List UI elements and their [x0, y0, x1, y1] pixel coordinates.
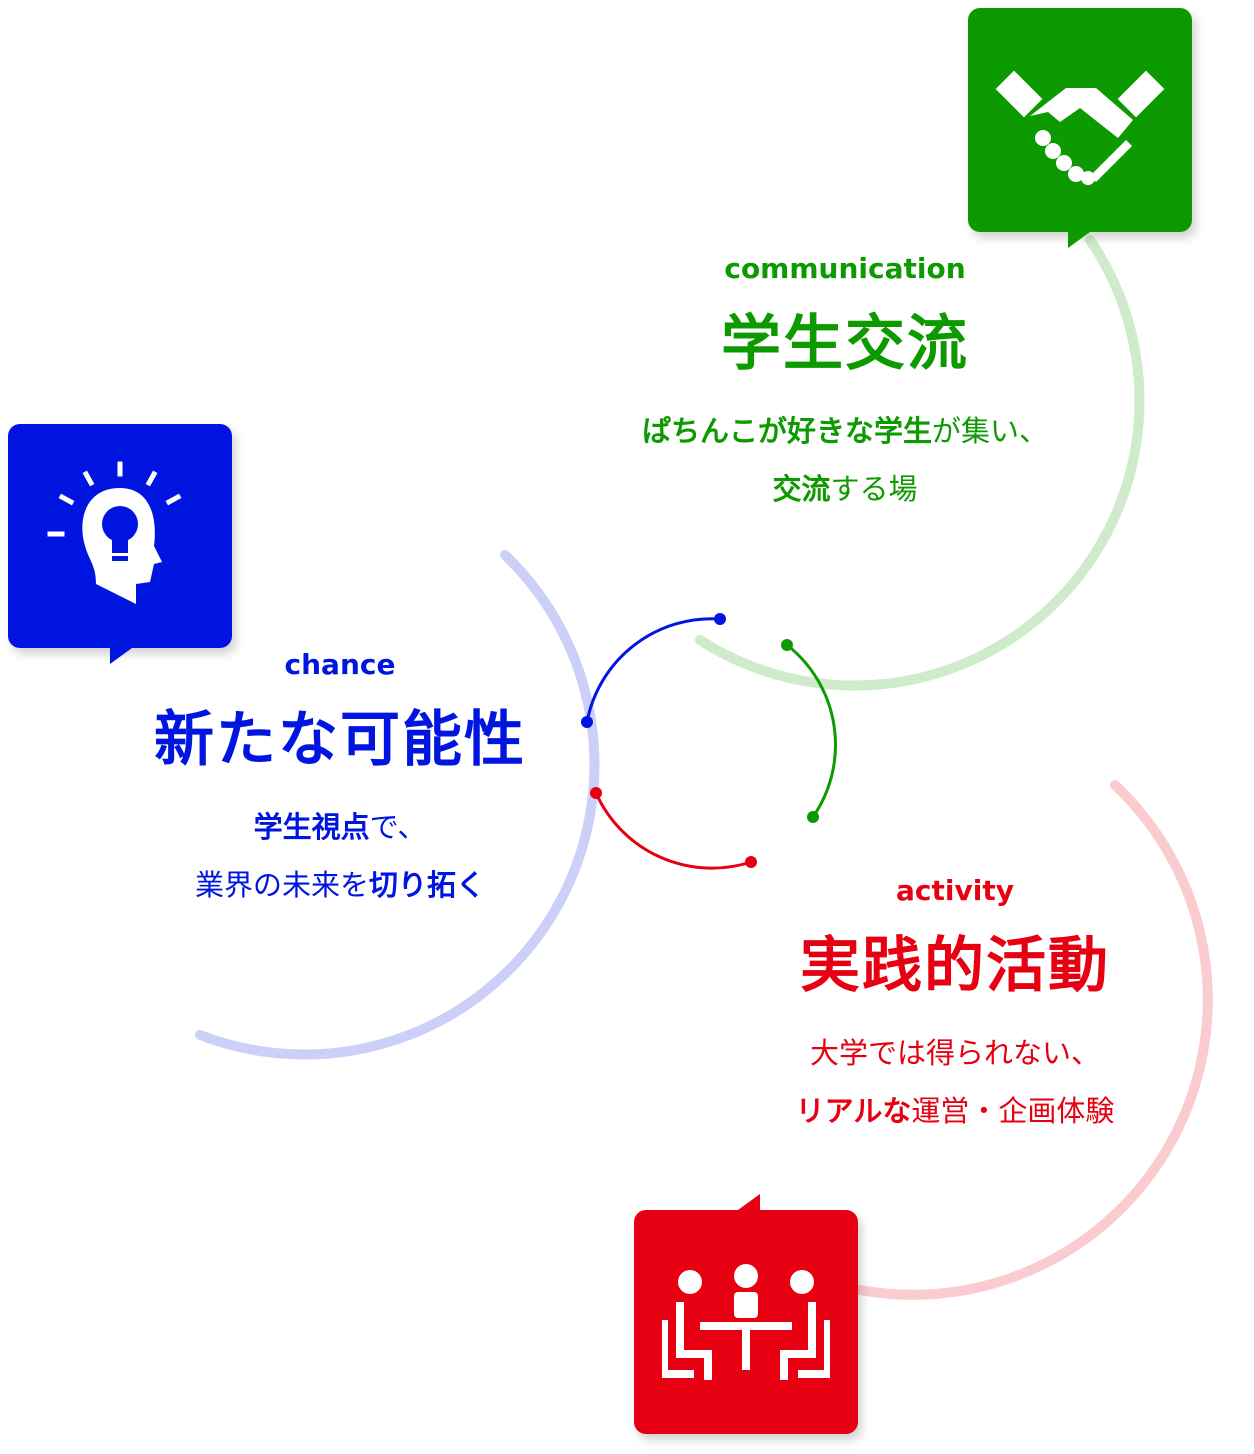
desc-segment: 交流: [772, 472, 831, 506]
handshake-icon: [995, 70, 1165, 185]
red-cycle-arc: [594, 792, 752, 870]
lightbulb-head-icon: [47, 461, 182, 604]
chance-block: chance 新たな可能性 学生視点で、 業界の未来を切り拓く: [100, 648, 580, 914]
green-arc-endpoint: [807, 811, 819, 823]
desc-line: 業界の未来を切り拓く: [100, 856, 580, 914]
meeting-icon: [662, 1264, 830, 1380]
green-cycle-arc: [786, 643, 837, 818]
activity-desc: 大学では得られない、 リアルな運営・企画体験: [710, 1024, 1200, 1140]
red-speech-tail: [738, 1194, 760, 1210]
activity-block: activity 実践的活動 大学では得られない、 リアルな運営・企画体験: [710, 874, 1200, 1140]
activity-icon-box: [634, 1210, 858, 1434]
chance-desc: 学生視点で、 業界の未来を切り拓く: [100, 798, 580, 914]
communication-title: 学生交流: [721, 309, 969, 379]
desc-segment: 切り拓く: [369, 868, 486, 902]
desc-segment: リアルな: [795, 1094, 912, 1128]
red-arc-endpoint: [590, 787, 602, 799]
desc-line: 大学では得られない、: [710, 1024, 1200, 1082]
activity-title: 実践的活動: [800, 931, 1110, 1001]
blue-arc-endpoint: [581, 716, 593, 728]
desc-segment: で、: [369, 810, 427, 844]
communication-label: communication: [724, 252, 966, 285]
blue-orbit-arc: [195, 550, 600, 1060]
desc-line: ぱちんこが好きな学生が集い、: [590, 402, 1100, 460]
communication-desc: ぱちんこが好きな学生が集い、 交流する場: [590, 402, 1100, 518]
chance-title: 新たな可能性: [154, 705, 526, 775]
chance-label: chance: [284, 648, 396, 681]
desc-segment: 業界の未来を: [194, 868, 369, 902]
desc-line: リアルな運営・企画体験: [710, 1082, 1200, 1140]
desc-segment: する場: [830, 472, 918, 506]
desc-segment: 大学では得られない、: [809, 1036, 1100, 1070]
blue-speech-tail: [110, 648, 132, 664]
activity-label: activity: [896, 874, 1014, 907]
blue-arc-endpoint: [714, 613, 726, 625]
blue-cycle-arc: [585, 617, 721, 723]
green-speech-tail: [1068, 232, 1090, 248]
desc-segment: 学生視点: [253, 810, 370, 844]
communication-block: communication 学生交流 ぱちんこが好きな学生が集い、 交流する場: [590, 252, 1100, 518]
desc-segment: が集い、: [932, 414, 1049, 448]
chance-icon-box: [8, 424, 232, 648]
desc-line: 交流する場: [590, 460, 1100, 518]
desc-line: 学生視点で、: [100, 798, 580, 856]
desc-segment: 運営・企画体験: [911, 1094, 1115, 1128]
green-arc-endpoint: [781, 639, 793, 651]
red-arc-endpoint: [745, 856, 757, 868]
red-orbit-arc: [855, 780, 1213, 1300]
green-orbit-arc: [695, 235, 1145, 691]
communication-icon-box: [968, 8, 1192, 232]
desc-segment: ぱちんこが好きな学生: [641, 414, 932, 448]
